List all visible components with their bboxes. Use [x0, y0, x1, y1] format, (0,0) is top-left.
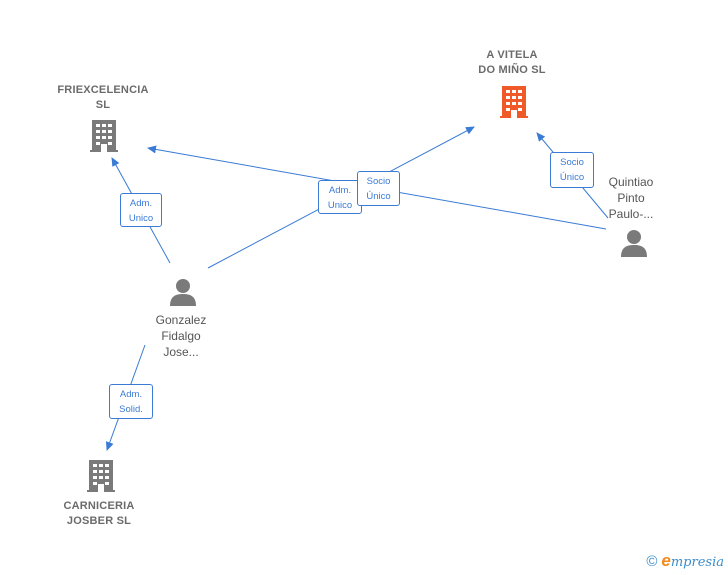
empresia-logo: empresia: [661, 551, 724, 570]
empresia-footer[interactable]: © empresia: [646, 551, 724, 571]
person-label-quintiao[interactable]: Quintiao Pinto Paulo-...: [608, 175, 654, 221]
person-icon[interactable]: [168, 277, 198, 307]
edge-label-adm-unico-avitela: Adm. Unico: [318, 180, 362, 214]
company-label-friexcelencia[interactable]: FRIEXCELENCIA SL: [57, 84, 149, 111]
edge-label-socio-unico-avitela: Socio Único: [550, 152, 594, 188]
copyright-icon: ©: [646, 552, 658, 570]
edge-label-adm-solid-carniceria: Adm. Solid.: [109, 384, 153, 419]
edge-label-adm-unico-friexcelencia: Adm. Unico: [120, 193, 162, 227]
building-icon[interactable]: [88, 118, 120, 154]
company-label-carniceria[interactable]: CARNICERIA JOSBER SL: [63, 500, 135, 527]
building-icon[interactable]: [498, 84, 530, 120]
building-icon[interactable]: [85, 458, 117, 494]
edge-label-socio-unico-friexcelencia: Socio Único: [357, 171, 400, 206]
person-label-gonzalez[interactable]: Gonzalez Fidalgo Jose...: [155, 313, 207, 359]
company-label-a-vitela[interactable]: A VITELA DO MIÑO SL: [478, 49, 546, 76]
person-icon[interactable]: [619, 228, 649, 258]
